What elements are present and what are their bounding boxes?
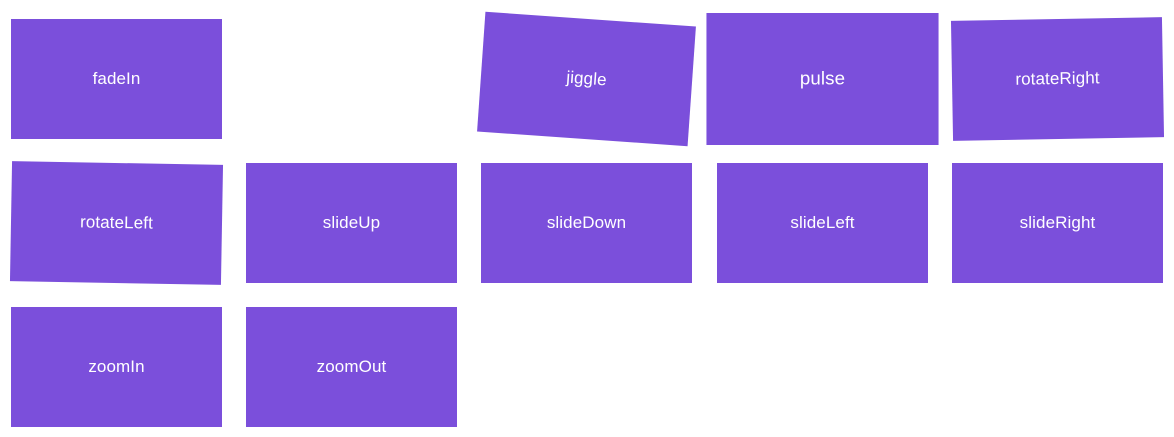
tile-label: pulse (799, 68, 846, 89)
tile-label: slideDown (546, 213, 627, 232)
tile-slideright[interactable]: slideRight (952, 163, 1163, 283)
tile-label: rotateLeft (79, 212, 154, 233)
tile-label: slideUp (322, 213, 381, 232)
tile-pulse[interactable]: pulse (706, 13, 939, 145)
tile-label: jiggle (565, 67, 608, 90)
tile-slideleft[interactable]: slideLeft (717, 163, 928, 283)
tile-zoomin[interactable]: zoomIn (11, 307, 222, 427)
tile-rotateright[interactable]: rotateRight (950, 17, 1165, 141)
tile-slidedown[interactable]: slideDown (481, 163, 692, 283)
tile-label: fadeIn (92, 69, 141, 88)
tile-label: zoomIn (88, 357, 145, 376)
tile-jiggle[interactable]: jiggle (477, 11, 696, 147)
tile-rotateleft[interactable]: rotateLeft (9, 161, 224, 285)
tile-label: zoomOut (316, 357, 387, 376)
tile-slideup[interactable]: slideUp (246, 163, 457, 283)
tile-label: rotateRight (1015, 68, 1100, 89)
tile-label: slideLeft (790, 213, 855, 232)
tile-zoomout[interactable]: zoomOut (246, 307, 457, 427)
tile-label: slideRight (1019, 213, 1096, 232)
tile-fadein[interactable]: fadeIn (11, 19, 222, 139)
